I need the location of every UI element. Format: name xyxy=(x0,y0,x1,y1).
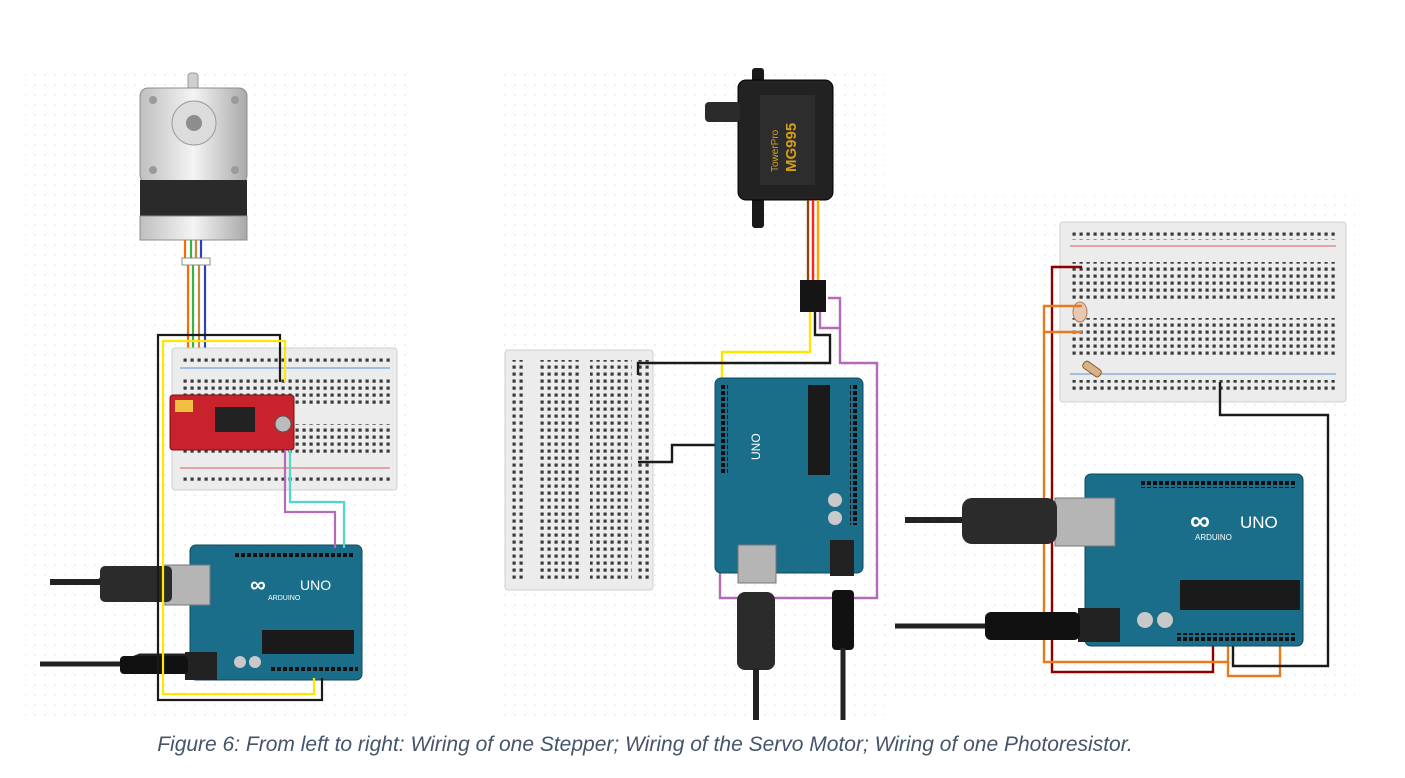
photo-breadboard xyxy=(1059,221,1347,403)
stepper-motor xyxy=(139,72,248,241)
stepper-wires xyxy=(181,240,211,382)
servo-breadboard xyxy=(504,349,654,591)
servo-uno-logo: UNO xyxy=(749,433,763,460)
photo-arduino: UNO ARDUINO ∞ xyxy=(1054,473,1304,647)
photo-cables xyxy=(895,498,1080,640)
servo-brand-label: TowerPro xyxy=(770,129,781,172)
svg-text:∞: ∞ xyxy=(1190,505,1210,536)
stepper-arduino-logo: ARDUINO xyxy=(268,595,301,602)
servo-motor: TowerPro MG995 xyxy=(705,68,834,228)
servo-cables xyxy=(737,590,854,720)
servo-arduino: UNO xyxy=(714,377,864,584)
photo-arduino-logo: ARDUINO xyxy=(1195,533,1232,542)
photo-wires xyxy=(1042,265,1330,678)
servo-model-label: MG995 xyxy=(783,123,800,172)
svg-text:∞: ∞ xyxy=(250,572,266,597)
stepper-driver-board xyxy=(169,394,295,451)
stepper-arduino: UNO ARDUINO ∞ xyxy=(164,544,363,681)
stepper-uno-logo: UNO xyxy=(300,577,331,593)
photo-uno-logo: UNO xyxy=(1240,513,1278,532)
stepper-jumper-wires xyxy=(156,333,346,702)
wiring-diagram: UNO ARDUINO ∞ TowerPro MG995 xyxy=(25,68,1355,720)
figure-caption: Figure 6: From left to right: Wiring of … xyxy=(157,733,1133,756)
